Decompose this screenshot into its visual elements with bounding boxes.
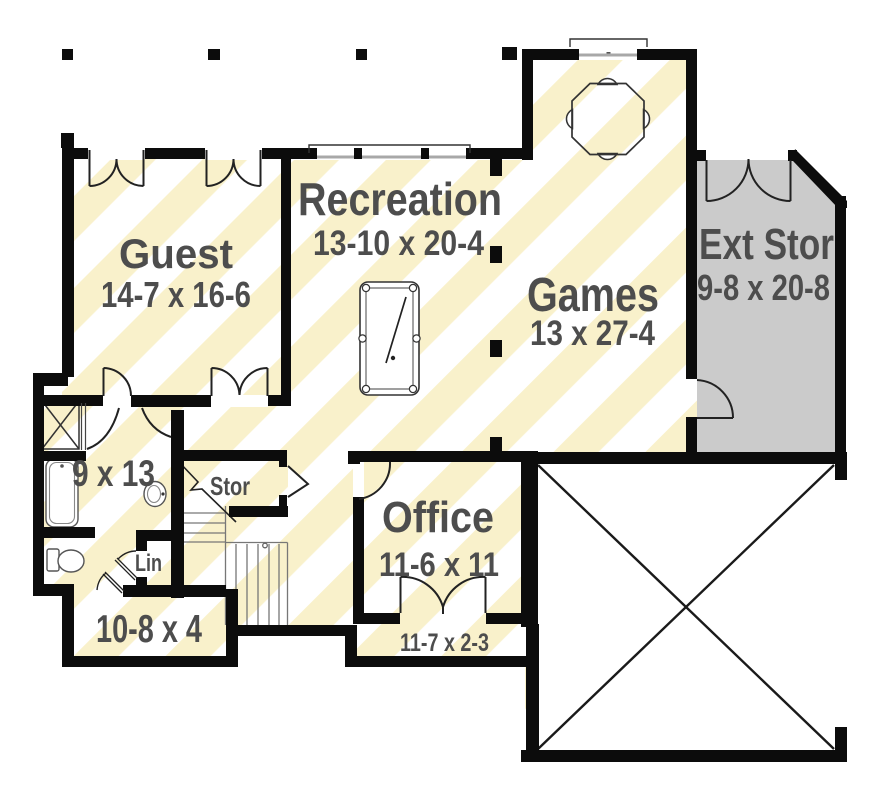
svg-text:13 x 27-4: 13 x 27-4 [530,314,655,353]
svg-text:9 x 13: 9 x 13 [72,453,155,494]
svg-text:Guest: Guest [119,230,233,277]
svg-text:11-7 x 2-3: 11-7 x 2-3 [400,629,489,657]
svg-text:Lin: Lin [135,550,162,577]
svg-text:11-6 x 11: 11-6 x 11 [379,546,499,584]
svg-text:9-8 x 20-8: 9-8 x 20-8 [697,267,830,308]
svg-text:10-8 x 4: 10-8 x 4 [96,608,202,651]
svg-text:Recreation: Recreation [298,173,502,225]
svg-text:Office: Office [382,493,494,542]
svg-text:Stor: Stor [210,471,250,501]
svg-text:Ext Stor: Ext Stor [699,220,834,269]
svg-text:13-10 x 20-4: 13-10 x 20-4 [313,224,484,263]
svg-text:14-7 x 16-6: 14-7 x 16-6 [101,274,251,315]
svg-text:Games: Games [527,269,659,322]
